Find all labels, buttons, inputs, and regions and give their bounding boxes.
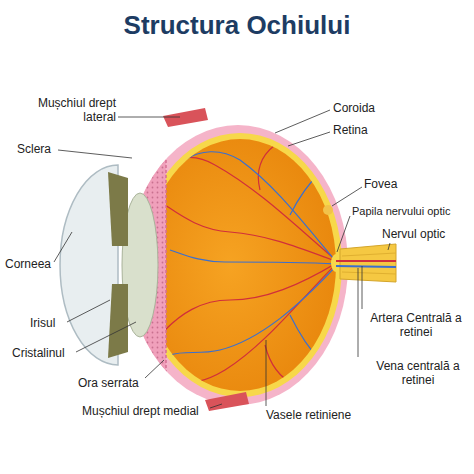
lateral-muscle [163, 108, 208, 127]
fovea-spot [323, 205, 333, 215]
part-label: Mușchiul drept lateral [28, 97, 116, 125]
part-label: Vasele retiniene [266, 409, 351, 423]
medial-muscle [205, 392, 249, 411]
diagram-title: Structura Ochiului [0, 10, 474, 41]
optic-nerve [336, 244, 396, 282]
ciliary-region [120, 120, 166, 410]
iris-shape [108, 284, 128, 358]
retina-shape [144, 139, 336, 391]
part-label: Ora serrata [78, 377, 139, 391]
part-label: Sclera [17, 143, 51, 157]
retinal-vessels [160, 145, 338, 385]
part-label: Nervul optic [382, 228, 445, 242]
iris-shape [108, 172, 128, 246]
part-label: Mușchiul drept medial [82, 405, 199, 419]
choroid-shape [138, 133, 342, 397]
part-label: Coroida [333, 102, 375, 116]
part-label: Cristalinul [12, 347, 65, 361]
leader-lines [54, 110, 390, 408]
part-label: Artera Centrală a retinei [362, 312, 470, 340]
part-label: Papila nervului optic [352, 205, 450, 218]
part-label: Retina [333, 124, 368, 138]
part-label: Vena centrală a retinei [368, 360, 468, 388]
part-label: Fovea [364, 178, 397, 192]
part-label: Irisul [30, 317, 55, 331]
part-label: Corneea [5, 258, 51, 272]
